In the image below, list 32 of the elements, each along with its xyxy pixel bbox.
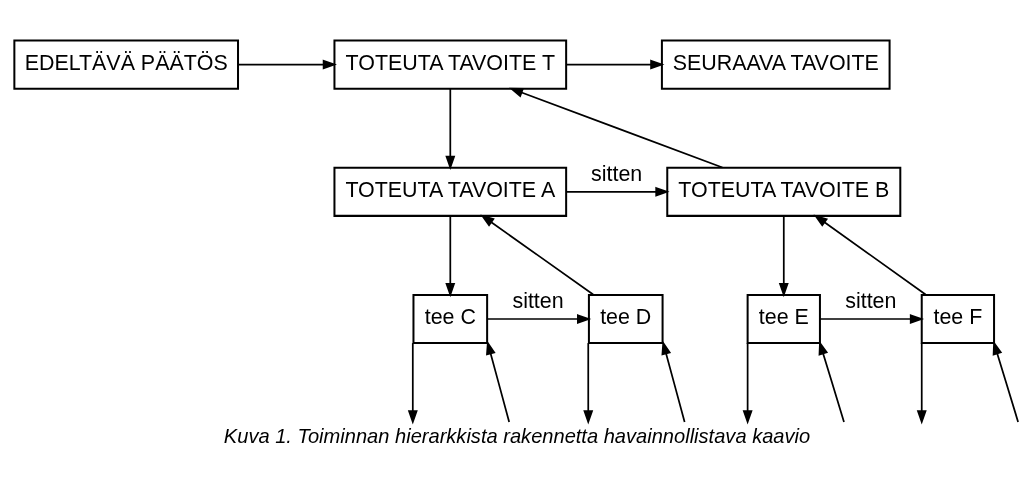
node-box: TOTEUTA TAVOITE T bbox=[332, 38, 567, 90]
node-box: tee D bbox=[587, 293, 664, 344]
arrow bbox=[916, 341, 927, 425]
arrow bbox=[992, 340, 1019, 423]
arrow bbox=[444, 87, 455, 170]
node-box: EDELTÄVÄ PÄÄTÖS bbox=[12, 38, 239, 90]
arrow bbox=[818, 313, 924, 324]
arrow bbox=[565, 186, 670, 197]
arrow bbox=[660, 340, 685, 423]
arrow bbox=[486, 313, 591, 324]
node-box: tee F bbox=[920, 293, 995, 344]
arrow bbox=[444, 214, 455, 297]
arrow bbox=[582, 341, 593, 425]
arrow bbox=[778, 214, 789, 297]
arrow bbox=[485, 340, 510, 423]
node-box: SEURAAVA TAVOITE bbox=[660, 38, 891, 90]
node-box: TOTEUTA TAVOITE B bbox=[665, 166, 901, 217]
arrow bbox=[236, 59, 337, 69]
edge-label: sitten bbox=[590, 161, 642, 186]
arrow bbox=[565, 59, 664, 69]
edge-label: sitten bbox=[511, 288, 564, 313]
arrow bbox=[508, 87, 723, 168]
node-box: tee C bbox=[411, 293, 488, 344]
node-box: tee E bbox=[746, 293, 821, 344]
arrow bbox=[818, 340, 845, 423]
caption: Kuva 1. Toiminnan hierarkkista rakennetta havainnollistava kaavio bbox=[223, 424, 810, 447]
arrow bbox=[813, 213, 926, 295]
arrow bbox=[479, 213, 594, 295]
arrow bbox=[742, 341, 753, 425]
arrow bbox=[407, 341, 418, 425]
edge-label: sitten bbox=[844, 288, 896, 313]
node-box: TOTEUTA TAVOITE A bbox=[332, 166, 567, 217]
